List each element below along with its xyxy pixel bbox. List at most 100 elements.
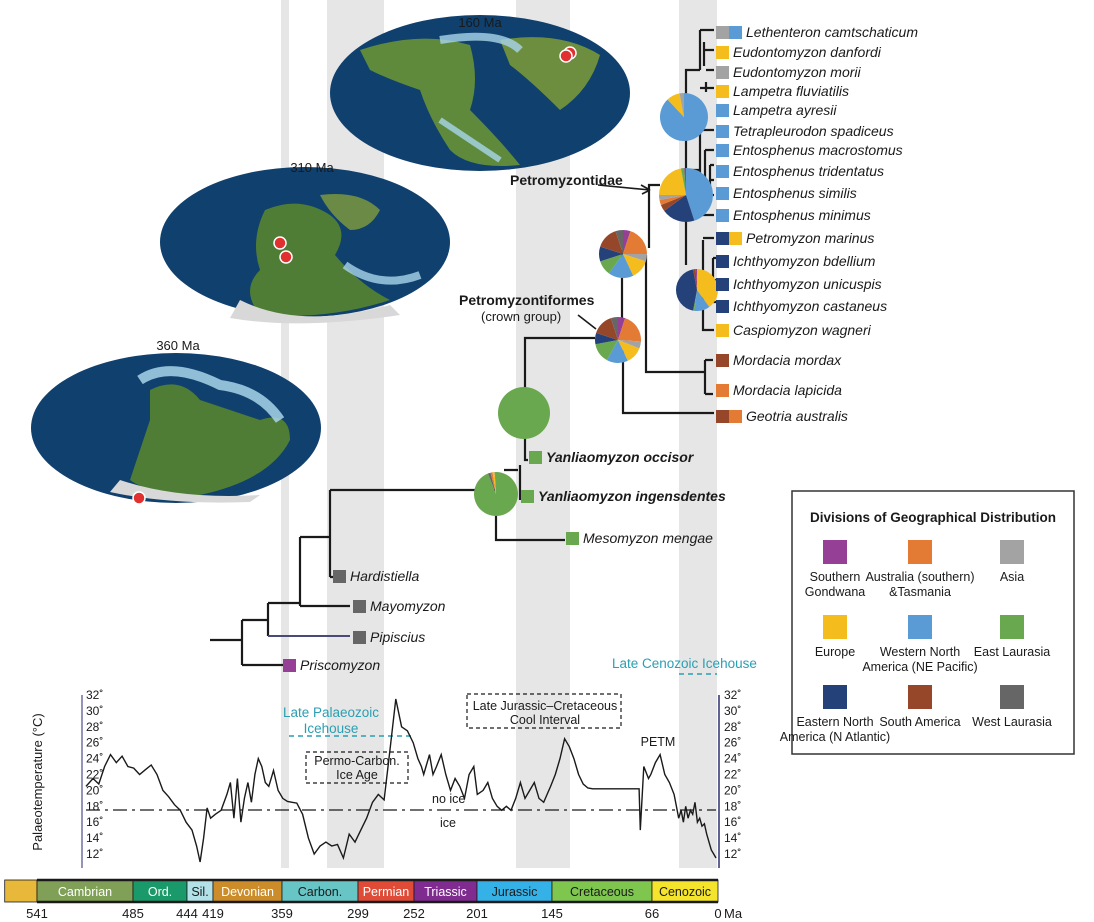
region-swatch-eastern_north_america (716, 232, 729, 245)
period-label: Triassic (424, 885, 467, 899)
tip-mesomyzon-mengae: Mesomyzon mengae (566, 530, 713, 546)
tip-petromyzon-marinus: Petromyzon marinus (716, 230, 874, 246)
pie-petromyzontiformes-crown (595, 317, 641, 363)
pie-petromyzontidae (659, 168, 713, 222)
tip-label: Hardistiella (350, 568, 419, 584)
jurassic-cretaceous-label-1: Late Jurassic–Cretaceous (473, 699, 618, 713)
legend-label: Asia (1000, 570, 1024, 584)
legend-label: America (NE Pacific) (862, 660, 977, 674)
legend-swatch (908, 615, 932, 639)
tip-label: Lampetra ayresii (733, 102, 837, 118)
region-swatch-europe (729, 232, 742, 245)
legend-label: Europe (815, 645, 855, 659)
permo-carbon-box (305, 751, 409, 784)
tip-mordacia-lapicida: Mordacia lapicida (716, 382, 842, 398)
tip-lampetra-fluviatilis: Lampetra fluviatilis (716, 83, 849, 99)
tip-label: Ichthyomyzon castaneus (733, 298, 887, 314)
period-sil: Sil. (186, 879, 214, 903)
legend-label: Gondwana (805, 585, 866, 599)
tip-label: Lethenteron camtschaticum (746, 24, 918, 40)
period-label: Cenozoic (659, 885, 711, 899)
tip-label: Pipiscius (370, 629, 425, 645)
tip-lampetra-ayresii: Lampetra ayresii (716, 102, 837, 118)
pie-slice-australia_tasmania (490, 472, 496, 494)
pie-slice-east_laurasia (595, 340, 618, 361)
pie-slice-west_laurasia (610, 317, 618, 340)
pie-slice-south_america (596, 318, 618, 340)
temp-ticks-right: 32˚30˚28˚26˚24˚22˚20˚18˚16˚14˚12˚ (724, 688, 741, 861)
ice-label: ice (440, 816, 456, 830)
tip-lethenteron-camtschaticum: Lethenteron camtschaticum (716, 24, 918, 40)
age-tick-label: 299 (347, 906, 369, 921)
age-unit-label: Ma (724, 906, 743, 921)
temp-tick-left: 26˚ (86, 736, 103, 750)
tip-caspiomyzon-wagneri: Caspiomyzon wagneri (716, 322, 872, 338)
clade-label-petromyzontidae: Petromyzontidae (510, 172, 623, 188)
pie-petromyzontidae-stem (598, 230, 647, 279)
temp-tick-left: 20˚ (86, 783, 103, 797)
temp-tick-right: 20˚ (724, 783, 741, 797)
region-swatch-southern_gondwana (283, 659, 296, 672)
region-swatch-europe (716, 85, 729, 98)
legend-item-asia: Asia (1000, 540, 1024, 584)
age-tick-label: 145 (541, 906, 563, 921)
temp-tick-right: 14˚ (724, 831, 741, 845)
period-ord: Ord. (132, 879, 188, 903)
temp-tick-left: 16˚ (86, 815, 103, 829)
pie-slice-south_america (693, 269, 697, 290)
region-swatch-east_laurasia (529, 451, 542, 464)
fossil-locality-marker (279, 250, 293, 264)
legend-label: South America (879, 715, 960, 729)
temp-ticks-left: 32˚30˚28˚26˚24˚22˚20˚18˚16˚14˚12˚ (86, 688, 103, 861)
temp-tick-left: 14˚ (86, 831, 103, 845)
tip-entosphenus-tridentatus: Entosphenus tridentatus (716, 163, 884, 179)
geographic-legend: Divisions of Geographical Distribution S… (780, 490, 1075, 755)
age-tick-label: 252 (403, 906, 425, 921)
region-swatch-south_america (716, 410, 729, 423)
tip-hardistiella: Hardistiella (333, 568, 419, 584)
region-swatch-south_america (716, 354, 729, 367)
temperature-curve (85, 698, 717, 863)
clade-sublabel-crown-group: (crown group) (481, 309, 561, 324)
legend-label: Eastern North (796, 715, 873, 729)
age-tick-label: 541 (26, 906, 48, 921)
temp-tick-left: 24˚ (86, 752, 103, 766)
age-tick-label: 359 (271, 906, 293, 921)
tip-yanliaomyzon-ingensdentes: Yanliaomyzon ingensdentes (521, 488, 726, 504)
pie-slice-western_north_america (608, 254, 634, 279)
pie-slice-asia (623, 254, 647, 262)
pie-slice-east_laurasia (498, 387, 550, 439)
region-swatch-east_laurasia (521, 490, 534, 503)
legend-item-australia_tasmania: Australia (southern)&Tasmania (865, 540, 975, 599)
tip-label: Ichthyomyzon bdellium (733, 253, 876, 269)
pie-slice-australia_tasmania (623, 231, 647, 254)
temp-axis-label: Palaeotemperature (°C) (30, 713, 45, 850)
jurassic-cretaceous-label-2: Cool Interval (510, 713, 580, 727)
pie-slice-western_north_america (686, 168, 713, 221)
temp-tick-right: 28˚ (724, 720, 741, 734)
pie-slice-west_laurasia (615, 230, 623, 254)
pie-slice-europe (667, 93, 684, 117)
temp-tick-right: 30˚ (724, 704, 741, 718)
pie-slice-southern_gondwana (695, 269, 697, 290)
clade-label-petromyzontiformes: Petromyzontiformes (459, 292, 595, 308)
age-tick-label: 485 (122, 906, 144, 921)
tip-label: Caspiomyzon wagneri (733, 322, 872, 338)
legend-item-west_laurasia: West Laurasia (972, 685, 1052, 729)
legend-item-europe: Europe (815, 615, 855, 659)
tip-label: Eudontomyzon morii (733, 64, 862, 80)
tip-ichthyomyzon-unicuspis: Ichthyomyzon unicuspis (716, 276, 882, 292)
tip-label: Entosphenus macrostomus (733, 142, 903, 158)
period-label: Ord. (148, 885, 172, 899)
legend-swatch (908, 540, 932, 564)
age-tick-label: 444 (176, 906, 198, 921)
pie-slice-east_laurasia (693, 290, 697, 311)
pie-ichthyomyzon-petromyzon (676, 269, 718, 311)
region-swatch-western_north_america (716, 104, 729, 117)
temp-tick-left: 28˚ (86, 720, 103, 734)
temp-tick-left: 32˚ (86, 688, 103, 702)
region-swatch-western_north_america (716, 144, 729, 157)
tip-label: Entosphenus minimus (733, 207, 871, 223)
